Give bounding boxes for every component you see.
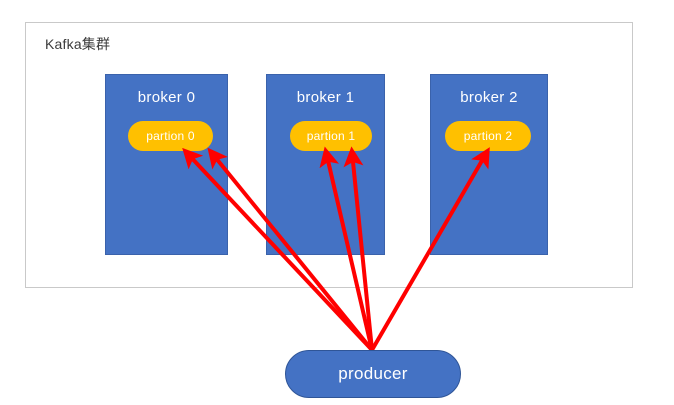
kafka-cluster-title: Kafka集群: [45, 36, 111, 52]
producer-label: producer: [338, 364, 408, 383]
producer-node[interactable]: producer: [285, 350, 461, 398]
partition-pill-1[interactable]: partion 1: [290, 121, 372, 151]
partition-pill-2[interactable]: partion 2: [445, 121, 531, 151]
partition-label-0: partion 0: [146, 129, 195, 143]
broker-label-1: broker 1: [296, 89, 355, 106]
broker-label-0: broker 0: [137, 89, 196, 106]
partition-label-1: partion 1: [306, 129, 356, 143]
broker-label-2: broker 2: [460, 89, 518, 106]
partition-pill-0[interactable]: partion 0: [128, 121, 213, 151]
partition-label-2: partion 2: [463, 129, 513, 143]
broker-box-1[interactable]: broker 1 partion 1: [266, 74, 385, 255]
broker-box-0[interactable]: broker 0 partion 0: [105, 74, 228, 255]
broker-box-2[interactable]: broker 2 partion 2: [430, 74, 548, 255]
